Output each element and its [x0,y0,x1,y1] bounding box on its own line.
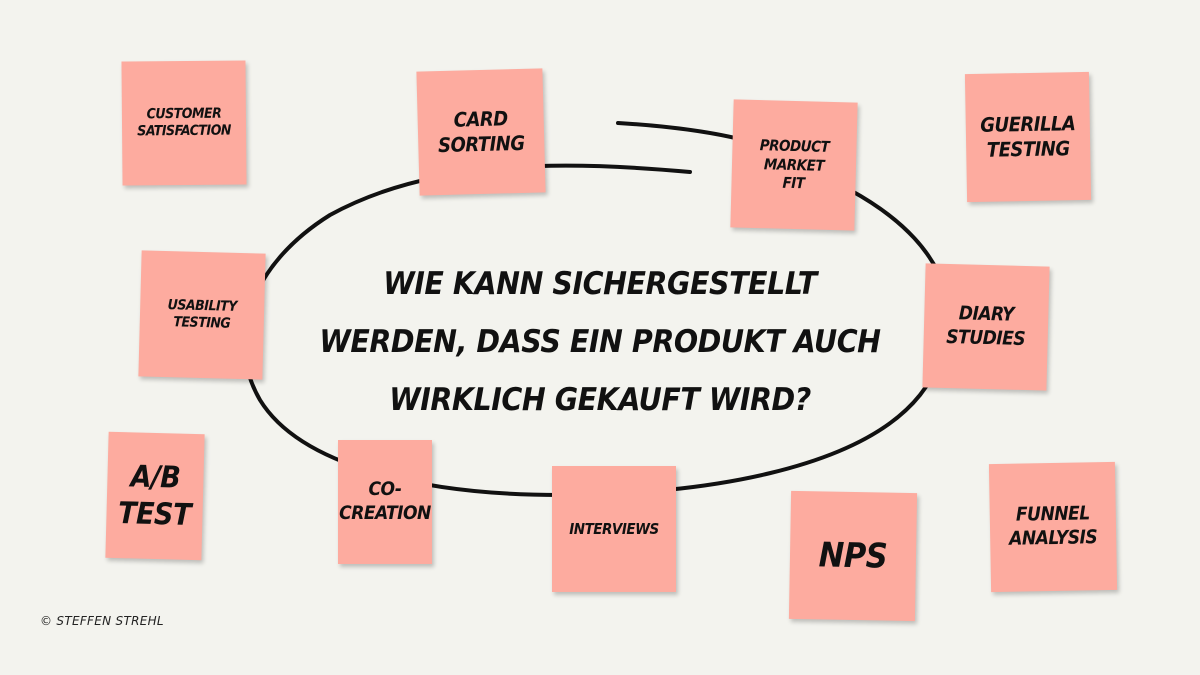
note-text: DIARY [958,302,1015,326]
sticky-note-usability-testing: USABILITY TESTING [138,250,266,380]
note-text: ANALYSIS [1008,526,1098,550]
central-question: WIE KANN SICHERGESTELLT WERDEN, DASS EIN… [306,255,895,429]
note-text: USABILITY [167,296,238,315]
copyright-label: © STEFFEN STREHL [40,614,164,628]
note-text: FUNNEL [1015,502,1090,526]
sticky-note-customer-satisfaction: CUSTOMER SATISFACTION [121,60,247,186]
sticky-note-ab-test: A/B TEST [105,431,205,561]
sticky-note-co-creation: CO- CREATION [338,440,432,564]
sticky-note-diary-studies: DIARY STUDIES [922,263,1050,391]
note-text: TESTING [986,136,1070,162]
note-text: FIT [782,174,805,193]
note-text: TEST [117,496,192,533]
note-text: SATISFACTION [137,122,231,140]
sticky-note-interviews: INTERVIEWS [552,466,676,592]
sticky-note-product-market-fit: PRODUCT MARKET FIT [730,99,858,231]
sticky-note-card-sorting: CARD SORTING [416,68,546,196]
question-line: WIRKLICH GEKAUFT WIRD? [389,382,811,418]
sticky-note-guerilla-testing: GUERILLA TESTING [964,71,1092,203]
note-text: GUERILLA [980,111,1076,137]
note-text: SORTING [437,130,525,158]
note-text: PRODUCT [759,135,830,156]
note-text: INTERVIEWS [569,519,659,538]
question-line: WERDEN, DASS EIN PRODUKT AUCH [319,324,881,360]
question-line: WIE KANN SICHERGESTELLT [383,266,817,302]
note-text: NPS [818,535,888,577]
note-text: A/B [130,458,181,496]
note-text: CO- [368,478,402,501]
note-text: CARD [453,106,508,132]
note-text: TESTING [173,314,231,332]
sticky-note-funnel-analysis: FUNNEL ANALYSIS [988,461,1118,593]
note-text: STUDIES [945,325,1026,351]
note-text: MARKET [763,154,825,175]
note-text: CUSTOMER [146,105,222,122]
sticky-note-nps: NPS [788,490,918,622]
note-text: CREATION [339,502,431,524]
